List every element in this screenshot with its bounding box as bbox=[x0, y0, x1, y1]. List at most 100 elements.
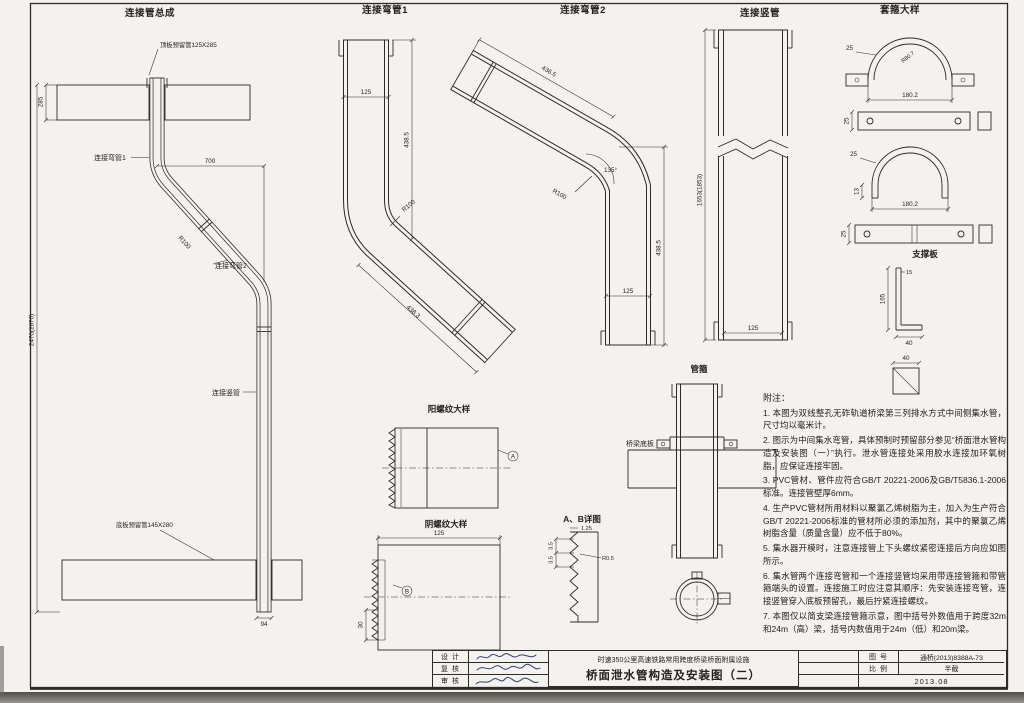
assembly-label-elbow1: 连接弯管1 bbox=[94, 153, 149, 162]
callout-a: A bbox=[511, 454, 516, 461]
dim-1-25: 1.25 bbox=[581, 526, 592, 532]
dim-bore-125: 125 bbox=[361, 89, 372, 96]
dim-165: 165 bbox=[880, 293, 887, 304]
dim-40: 40 bbox=[905, 340, 913, 347]
dim-diag-436-5: 436.5 bbox=[540, 65, 558, 79]
blank-cell bbox=[799, 651, 859, 663]
vertical-dim-length: 1653(1853) bbox=[697, 27, 716, 343]
elbow1-dim-r: R100 bbox=[389, 198, 417, 227]
dim-height-438-5: 438.5 bbox=[404, 132, 411, 148]
note-item-3: 3. PVC管材、管件应符合GB/T 20221-2006及GB/T5836.1… bbox=[763, 475, 1006, 498]
view-elbow1: 连接弯管1 125 438.5 bbox=[338, 4, 516, 375]
support-title: 支撑板 bbox=[911, 249, 938, 259]
figure-no-label: 图 号 bbox=[859, 651, 899, 663]
scan-edge-artifact bbox=[0, 692, 1024, 703]
male-thread-body bbox=[382, 427, 512, 509]
dim-25: 25 bbox=[841, 230, 848, 238]
assembly-bottom-slab bbox=[61, 559, 303, 601]
assembly-dim-94: 94 bbox=[254, 615, 274, 628]
dim-r80-7: R80.7 bbox=[901, 51, 916, 65]
support-plate-square: 40 bbox=[890, 355, 922, 395]
dim-r0-5: R0.5 bbox=[602, 556, 614, 562]
clamp-ring-section bbox=[670, 571, 731, 626]
elbow1-label: 连接弯管1 bbox=[94, 153, 126, 162]
vertical-dim-bore: 125 bbox=[721, 325, 785, 336]
detail-ab-dims: 3.5 3.5 1.25 R0.5 bbox=[549, 526, 614, 570]
design-label: 设 计 bbox=[433, 651, 469, 663]
dim-40: 40 bbox=[902, 355, 910, 362]
design-signature bbox=[469, 651, 549, 663]
detail-ab-profile bbox=[569, 531, 599, 623]
figure-no-value: 通桥(2013)8388A-73 bbox=[899, 651, 1004, 663]
scan-corner-artifact bbox=[0, 646, 4, 694]
dim-3-5: 3.5 bbox=[549, 542, 555, 550]
male-thread-title: 阳螺纹大样 bbox=[428, 404, 471, 414]
note-item-4: 4. 生产PVC管材所用材料以聚氯乙烯树脂为主，加入为生产符合GB/T 2022… bbox=[763, 502, 1006, 539]
view-pipe-clamp: 管箍 bbox=[626, 364, 777, 626]
view-female-thread: 阴螺纹大样 125 B 30 bbox=[358, 519, 512, 651]
clamp-title: 管箍 bbox=[690, 364, 708, 374]
blank-cell bbox=[799, 663, 859, 675]
view-assembly: 连接管总成 顶板预留管125X285 bbox=[29, 7, 303, 628]
assembly-label-vertical: 连接竖管 bbox=[212, 388, 256, 397]
assembly-title: 连接管总成 bbox=[125, 7, 175, 19]
elbow2-pipe bbox=[450, 49, 656, 346]
audit-label: 审 核 bbox=[433, 675, 469, 687]
check-label: 复 核 bbox=[433, 663, 469, 675]
blank-cell bbox=[799, 675, 859, 687]
assembly-dim-total: 2470(2670) bbox=[29, 82, 60, 615]
note-item-5: 5. 集水器开模时，注意连接管上下头螺纹紧密连接后方向应如图所示。 bbox=[763, 543, 1006, 566]
assembly-dim-700: 700 bbox=[154, 158, 267, 282]
dim-25: 25 bbox=[850, 151, 858, 158]
elbow2-label: 连接弯管2 bbox=[215, 261, 247, 270]
elbow1-title: 连接弯管1 bbox=[362, 4, 408, 16]
dim-30: 30 bbox=[358, 621, 365, 629]
dim-94: 94 bbox=[260, 621, 268, 628]
female-thread-body bbox=[364, 544, 512, 651]
dim-3-5: 3.5 bbox=[549, 556, 555, 564]
elbow1-pipe bbox=[338, 39, 516, 364]
female-thread-dim-width: 125 bbox=[375, 530, 503, 545]
note-item-2: 2. 图示为中间集水弯管，具体预制时预留部分参见“桥面泄水管构造及安装图（一）”… bbox=[763, 435, 1006, 471]
title-block-center: 时速350公里高速铁路常用跨度桥梁桥面附属设施 桥面泄水管构造及安装图（二） bbox=[549, 651, 799, 687]
elbow2-dim-height: 438.5 bbox=[619, 144, 668, 348]
dim-bore-125: 125 bbox=[623, 288, 634, 295]
dim-length-1653: 1653(1853) bbox=[697, 174, 704, 206]
vertical-label: 连接竖管 bbox=[212, 388, 240, 397]
signature-scribble bbox=[475, 676, 538, 684]
signature-scribble bbox=[476, 653, 536, 660]
elbow2-title: 连接弯管2 bbox=[560, 4, 606, 16]
notes-block: 附注： 1. 本图为双线整孔无砟轨道桥梁第三列排水方式中间侧集水管，尺寸均以毫米… bbox=[763, 392, 1006, 637]
vertical-pipe bbox=[710, 29, 796, 341]
bottom-reserve-label: 底板预留管145X280 bbox=[116, 520, 173, 529]
dim-285: 285 bbox=[38, 96, 45, 107]
top-reserve-label: 顶板预留管125X285 bbox=[160, 40, 217, 49]
female-thread-dim-depth: 30 bbox=[358, 607, 378, 643]
view-elbow2: 连接弯管2 436.5 135° R100 bbox=[450, 4, 668, 348]
clamp-pipe bbox=[671, 383, 723, 559]
dim-r100: R100 bbox=[401, 198, 417, 213]
detail-ab-title: A、B详图 bbox=[563, 514, 601, 524]
assembly-label-bottom-reserve: 底板预留管145X280 bbox=[116, 520, 215, 561]
note-item-6: 6. 集水管两个连接弯管和一个连接竖管均采用带连接管箍和带管箍端头的设置。连接施… bbox=[763, 570, 1006, 607]
project-name: 时速350公里高速铁路常用跨度桥梁桥面附属设施 bbox=[597, 656, 750, 664]
view-vertical-pipe: 连接竖管 1653(1853) bbox=[697, 7, 796, 343]
check-signature bbox=[469, 663, 549, 675]
elbow1-dim-bore: 125 bbox=[341, 89, 391, 100]
dim-bore-125: 125 bbox=[748, 325, 759, 332]
elbow2-dim-bore: 125 bbox=[603, 288, 653, 299]
dim-diag-438-3: 438.3 bbox=[405, 304, 422, 320]
assembly-label-elbow2: 连接弯管2 bbox=[212, 259, 247, 270]
dim-15: 15 bbox=[906, 270, 912, 276]
deck-slab-label: 桥梁底板 bbox=[626, 439, 654, 448]
scale-value: 半截 bbox=[899, 663, 1004, 675]
note-item-1: 1. 本图为双线整孔无砟轨道桥梁第三列排水方式中间侧集水管，尺寸均以毫米计。 bbox=[763, 407, 1006, 431]
dim-total-height: 2470(2670) bbox=[29, 314, 36, 346]
dim-125: 125 bbox=[434, 530, 445, 537]
collar-bar-1: 25 bbox=[844, 109, 992, 133]
dim-700: 700 bbox=[205, 158, 216, 165]
dim-25: 25 bbox=[846, 45, 854, 52]
collar-half-clamp-1: 25 R80.7 180.2 bbox=[845, 37, 975, 103]
dim-height-438-5: 438.5 bbox=[656, 240, 663, 256]
view-support-plate: 支撑板 15 40 165 40 bbox=[880, 249, 938, 395]
